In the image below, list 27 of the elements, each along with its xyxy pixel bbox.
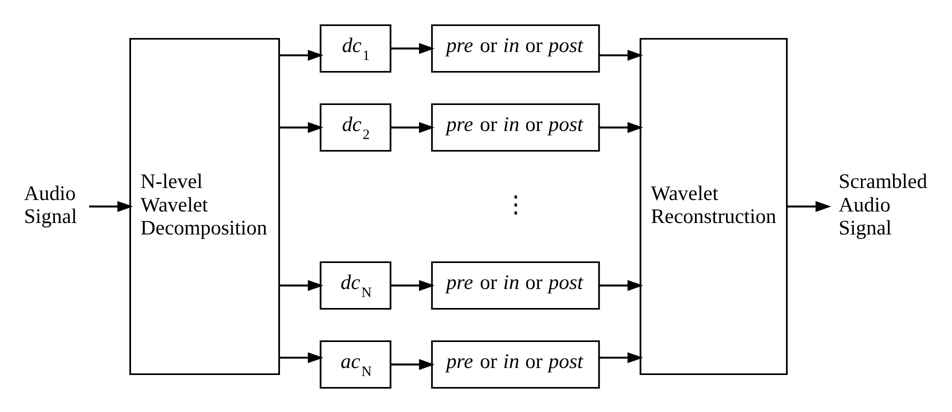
node-box: pre or in or post	[431, 102, 600, 152]
label: ⋮	[504, 192, 527, 218]
arrow	[600, 49, 644, 60]
arrow	[390, 358, 435, 370]
arrow	[89, 200, 133, 212]
node-box: N-level Wavelet Decomposition	[129, 37, 280, 375]
arrow	[390, 122, 435, 132]
node-box: Wavelet Reconstruction	[640, 37, 788, 375]
arrow	[279, 352, 324, 363]
node-box: dc$_{1}$	[320, 24, 392, 72]
arrow	[390, 280, 435, 290]
arrow	[787, 200, 832, 212]
node-text: Audio Signal	[24, 182, 77, 228]
arrow	[390, 42, 435, 54]
arrow	[279, 122, 324, 132]
node-box: dc$_{N}$	[320, 260, 392, 310]
node-box: dc$_{2}$	[320, 102, 392, 152]
arrow	[600, 122, 644, 132]
node-box: pre or in or post	[431, 340, 600, 388]
arrow	[279, 49, 324, 60]
node-box: ac$_{N}$	[320, 340, 392, 388]
node-text: Scrambled Audio Signal	[838, 170, 928, 240]
arrow	[279, 280, 324, 290]
node-box: pre or in or post	[431, 260, 600, 310]
node-box: pre or in or post	[431, 24, 600, 72]
arrow	[600, 352, 644, 363]
arrow	[600, 280, 644, 290]
